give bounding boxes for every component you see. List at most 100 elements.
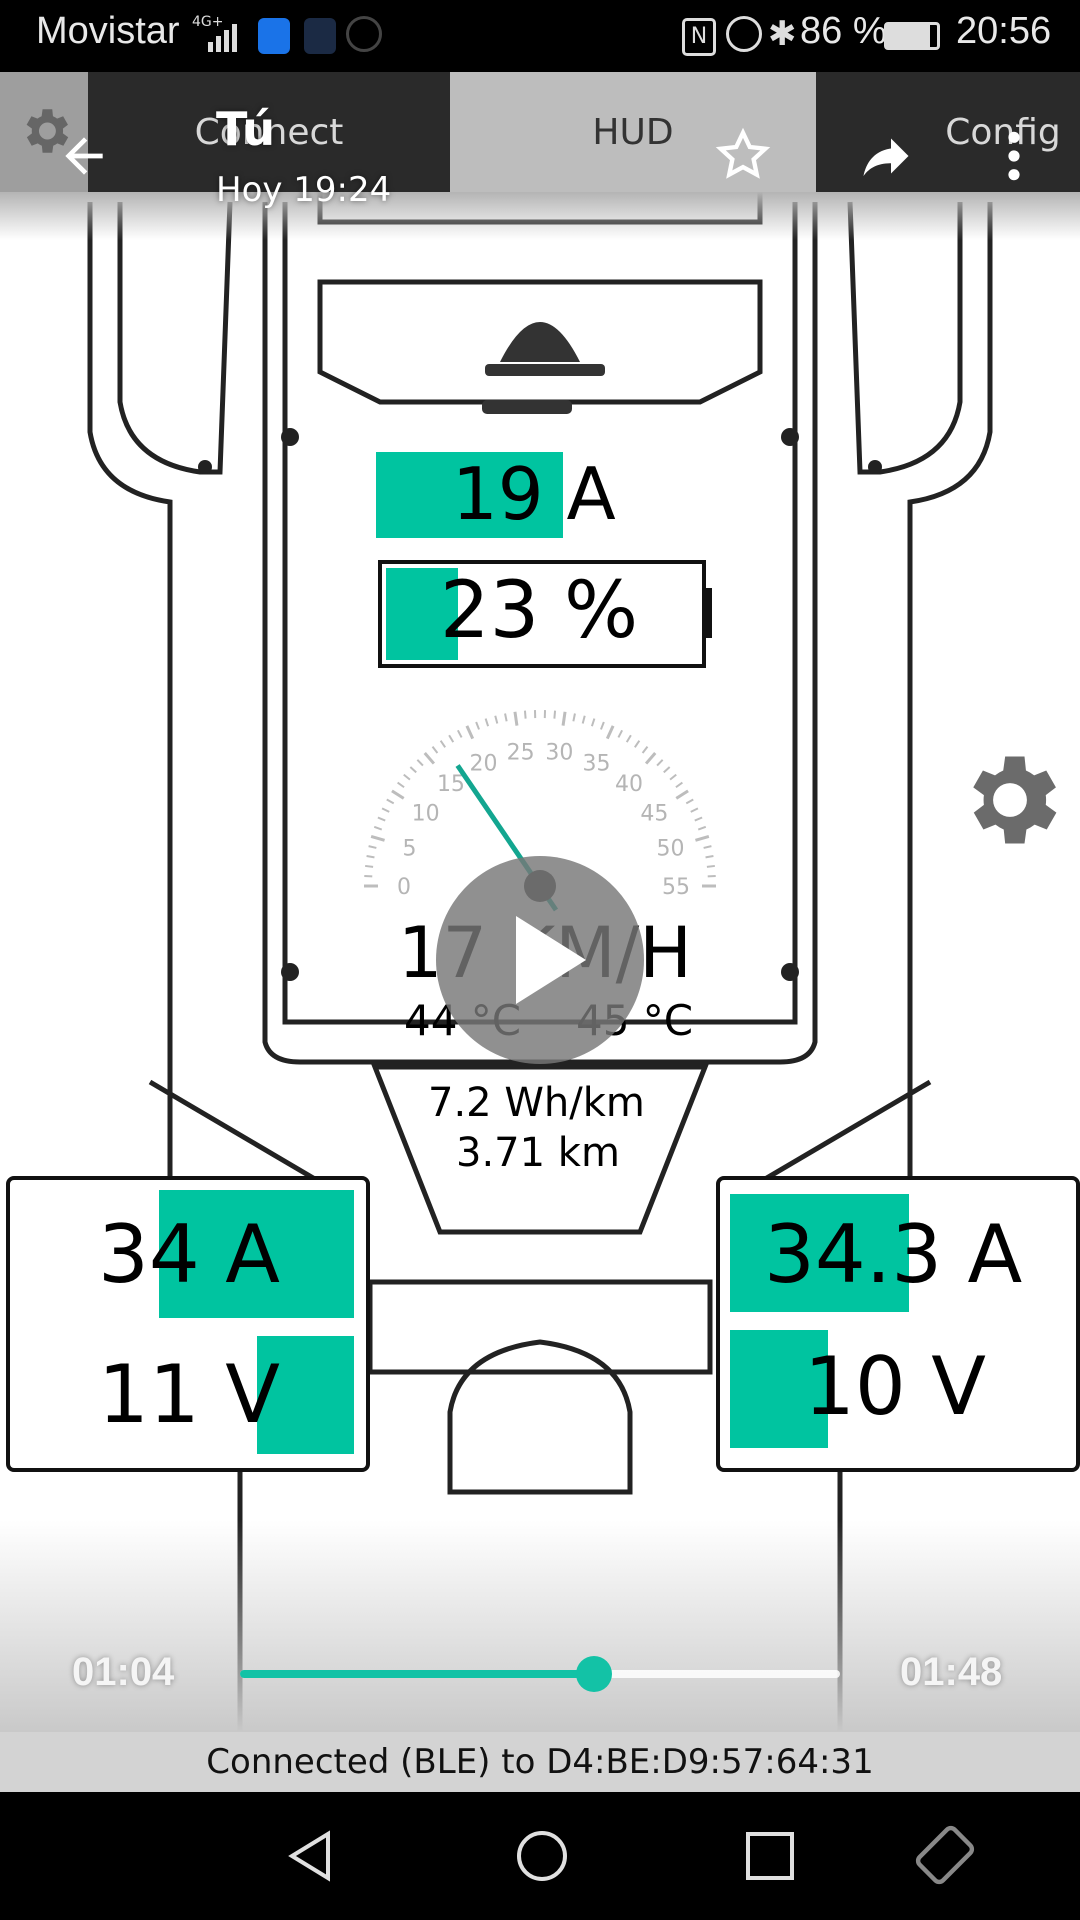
- speedo-tick: [703, 845, 712, 849]
- speedo-tick: [690, 807, 699, 813]
- speedo-tick: [504, 713, 508, 722]
- system-nav-bar: [0, 1792, 1080, 1920]
- nav-home-icon[interactable]: [512, 1826, 572, 1886]
- speedo-tick: [381, 807, 390, 813]
- speedo-tick: [370, 834, 385, 842]
- speedo-tick: [523, 710, 527, 719]
- speedo-tick: [634, 740, 641, 748]
- right-voltage-bar: [730, 1330, 828, 1448]
- speedo-tick: [439, 740, 446, 748]
- left-motor-panel: 34 A 11 V: [6, 1176, 370, 1472]
- battery-fill: [386, 568, 458, 660]
- speedo-tick: [391, 789, 405, 800]
- speedo-tick: [416, 759, 424, 767]
- current-readout: 19 A: [452, 452, 616, 536]
- header-shadow: [0, 192, 1080, 240]
- speedo-tick-label: 25: [507, 740, 535, 765]
- left-current-readout: 34 A: [98, 1208, 280, 1301]
- speedo-tick: [365, 864, 374, 868]
- speedo-tick: [705, 855, 714, 859]
- nav-recents-icon[interactable]: [740, 1826, 800, 1886]
- speedo-tick: [685, 798, 694, 805]
- status-bar: Movistar 4G+ N ✱ 86 % 20:56: [0, 0, 1080, 72]
- total-time: 01:48: [900, 1650, 1003, 1694]
- speedo-tick: [368, 845, 377, 849]
- clock: 20:56: [956, 10, 1052, 52]
- right-current-bar: [730, 1194, 909, 1312]
- speedo-tick: [581, 715, 586, 724]
- speedo-tick: [706, 864, 715, 868]
- play-button[interactable]: [436, 856, 644, 1064]
- right-current-readout: 34.3 A: [764, 1208, 1023, 1301]
- speedo-tick-label: 10: [412, 801, 440, 826]
- sender-name: Tú: [216, 102, 276, 156]
- efficiency-readout: 7.2 Wh/km: [428, 1080, 645, 1126]
- speedo-tick: [697, 825, 707, 831]
- speedo-tick: [656, 759, 664, 767]
- right-voltage-readout: 10 V: [804, 1340, 986, 1433]
- speedo-tick-label: 30: [545, 740, 573, 765]
- seek-progress: [240, 1670, 594, 1678]
- current-bar: [376, 452, 563, 538]
- battery-percent: 86 %: [800, 10, 887, 52]
- speedo-tick: [484, 718, 490, 727]
- speedo-tick-label: 50: [656, 837, 684, 862]
- app-tab-bar: Connect HUD Config: [0, 72, 1080, 192]
- speedo-tick: [513, 711, 519, 726]
- speedo-tick: [423, 752, 436, 765]
- speedo-tick: [694, 816, 703, 822]
- back-arrow-icon[interactable]: [56, 128, 112, 184]
- bluetooth-icon: ✱: [768, 14, 797, 54]
- speedo-tick: [641, 746, 649, 754]
- battery-terminal: [702, 588, 712, 638]
- network-type: 4G+: [192, 14, 224, 30]
- speedo-tick: [366, 855, 375, 859]
- left-current-bar: [159, 1190, 354, 1318]
- gear-icon[interactable]: [16, 102, 74, 160]
- speedo-tick-label: 40: [615, 772, 643, 797]
- speedo-tick: [644, 752, 657, 765]
- speedo-tick-label: 0: [397, 875, 411, 900]
- tab-connect[interactable]: Connect: [88, 72, 450, 192]
- controls-fade: [0, 1520, 1080, 1732]
- speedo-tick: [373, 825, 383, 831]
- speedo-tick: [456, 729, 463, 738]
- speedo-tick: [675, 781, 683, 789]
- speedo-tick: [625, 734, 632, 743]
- speedo-tick-label: 55: [662, 875, 690, 900]
- seek-thumb[interactable]: [576, 1656, 612, 1692]
- tab-left-strip: [0, 72, 88, 192]
- distance-readout: 3.71 km: [456, 1130, 620, 1176]
- play-icon: [516, 916, 586, 1004]
- settings-gear-icon[interactable]: [952, 742, 1068, 858]
- speedo-tick: [403, 773, 411, 781]
- speedo-tick: [617, 729, 624, 738]
- rotate-icon[interactable]: [912, 1822, 978, 1888]
- share-icon[interactable]: [856, 126, 916, 186]
- speedo-tick: [675, 789, 689, 800]
- speedo-tick-label: 45: [640, 801, 668, 826]
- battery-icon: [884, 22, 940, 50]
- speedo-tick: [561, 711, 567, 726]
- speedo-tick-label: 5: [403, 837, 417, 862]
- elapsed-time: 01:04: [72, 1650, 175, 1694]
- speedo-tick: [465, 725, 475, 740]
- more-vert-icon[interactable]: [994, 128, 1034, 184]
- battery-gauge: [378, 560, 706, 668]
- speedo-tick: [663, 766, 671, 774]
- speedo-tick: [695, 834, 710, 842]
- speedo-tick: [600, 721, 605, 730]
- seek-track[interactable]: [240, 1656, 840, 1692]
- tab-config[interactable]: Config: [816, 72, 1080, 192]
- speedo-tick: [590, 718, 596, 727]
- speedo-tick: [572, 713, 576, 722]
- battery-percent-readout: 23 %: [440, 566, 639, 656]
- tab-hud[interactable]: HUD: [592, 111, 674, 153]
- nav-back-icon[interactable]: [280, 1826, 340, 1886]
- star-icon[interactable]: [714, 126, 772, 184]
- left-voltage-readout: 11 V: [98, 1348, 280, 1441]
- speedo-tick: [494, 715, 499, 724]
- speedo-tick-label: 35: [582, 751, 610, 776]
- nfc-icon: N: [682, 18, 716, 56]
- speedo-tick: [409, 766, 417, 774]
